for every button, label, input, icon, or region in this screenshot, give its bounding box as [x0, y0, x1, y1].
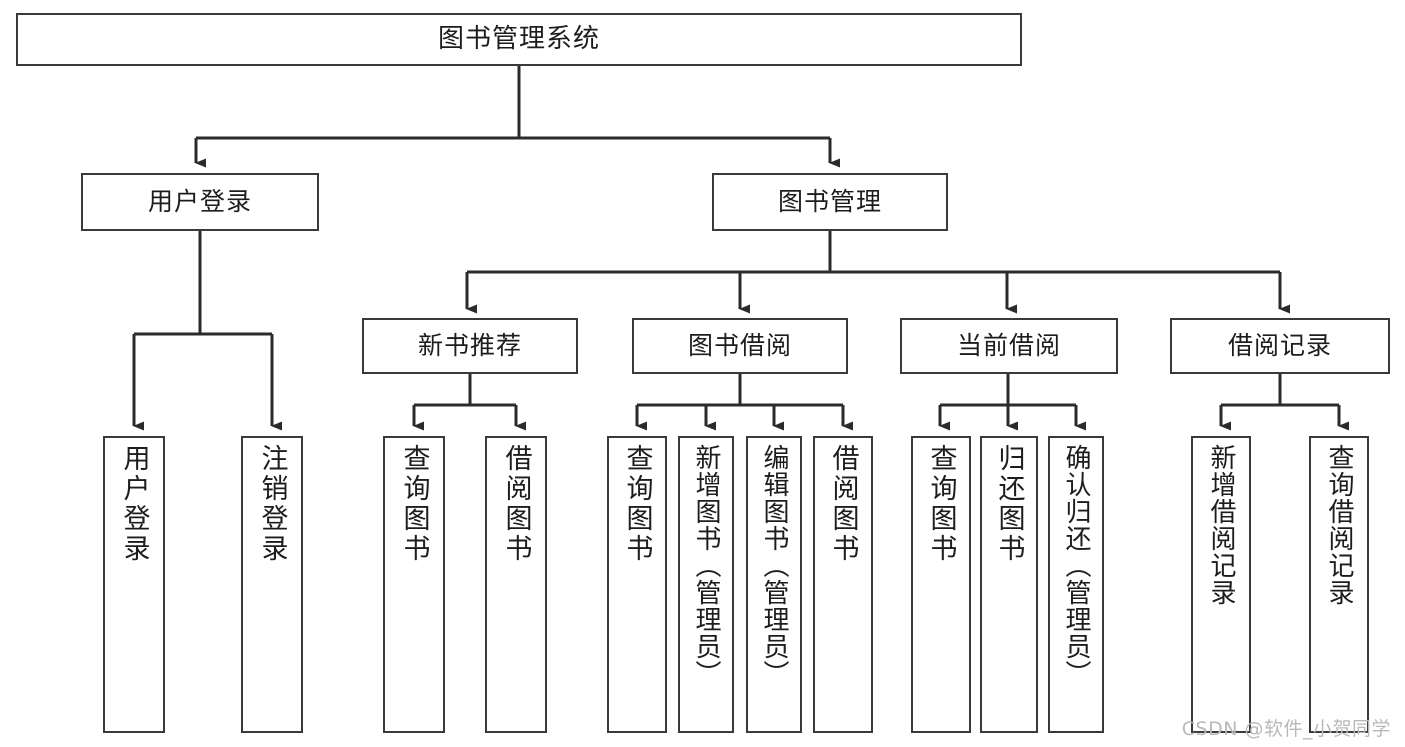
node-leaf-borrow-query-book[interactable]: 查询图书 [607, 436, 667, 733]
node-leaf-add-borrow-record-label: 新增借阅记录 [1206, 444, 1236, 606]
node-leaf-return-book[interactable]: 归还图书 [980, 436, 1038, 733]
node-leaf-newbook-query-book[interactable]: 查询图书 [383, 436, 445, 733]
node-leaf-add-book-admin[interactable]: 新增图书（管理员） [678, 436, 734, 733]
node-leaf-query-borrow-record-label: 查询借阅记录 [1324, 444, 1354, 606]
node-leaf-add-borrow-record[interactable]: 新增借阅记录 [1191, 436, 1251, 733]
node-leaf-newbook-borrow-book[interactable]: 借阅图书 [485, 436, 547, 733]
node-leaf-current-query-book-label: 查询图书 [925, 444, 957, 564]
node-leaf-logout-label: 注销登录 [256, 444, 288, 564]
node-leaf-logout[interactable]: 注销登录 [241, 436, 303, 733]
node-leaf-current-query-book[interactable]: 查询图书 [911, 436, 971, 733]
node-new-book-recommend[interactable]: 新书推荐 [362, 318, 578, 374]
node-current-borrow[interactable]: 当前借阅 [900, 318, 1118, 374]
node-leaf-confirm-return-admin-label: 确认归还（管理员） [1061, 444, 1091, 687]
node-root[interactable]: 图书管理系统 [16, 13, 1022, 66]
node-borrow-record-label: 借阅记录 [1227, 331, 1332, 361]
node-leaf-borrow-book-label: 借阅图书 [827, 444, 859, 564]
node-leaf-edit-book-admin[interactable]: 编辑图书（管理员） [746, 436, 802, 733]
node-new-book-recommend-label: 新书推荐 [417, 331, 522, 361]
node-leaf-return-book-label: 归还图书 [993, 444, 1025, 564]
node-leaf-newbook-query-book-label: 查询图书 [398, 444, 430, 564]
node-leaf-confirm-return-admin[interactable]: 确认归还（管理员） [1048, 436, 1104, 733]
node-leaf-borrow-book[interactable]: 借阅图书 [813, 436, 873, 733]
node-root-label: 图书管理系统 [437, 24, 600, 55]
node-leaf-edit-book-admin-label: 编辑图书（管理员） [759, 444, 789, 687]
node-user-login[interactable]: 用户登录 [81, 173, 319, 231]
node-leaf-borrow-query-book-label: 查询图书 [621, 444, 653, 564]
node-leaf-query-borrow-record[interactable]: 查询借阅记录 [1309, 436, 1369, 733]
node-user-login-label: 用户登录 [147, 187, 252, 217]
node-leaf-add-book-admin-label: 新增图书（管理员） [691, 444, 721, 687]
node-book-borrow[interactable]: 图书借阅 [632, 318, 848, 374]
node-leaf-user-login[interactable]: 用户登录 [103, 436, 165, 733]
node-book-manage[interactable]: 图书管理 [712, 173, 948, 231]
node-leaf-newbook-borrow-book-label: 借阅图书 [500, 444, 532, 564]
node-leaf-user-login-label: 用户登录 [118, 444, 150, 564]
watermark-text: CSDN @软件_小贺同学 [1181, 718, 1391, 740]
node-current-borrow-label: 当前借阅 [956, 331, 1061, 361]
node-borrow-record[interactable]: 借阅记录 [1170, 318, 1390, 374]
node-book-borrow-label: 图书借阅 [687, 331, 792, 361]
node-book-manage-label: 图书管理 [777, 187, 882, 217]
